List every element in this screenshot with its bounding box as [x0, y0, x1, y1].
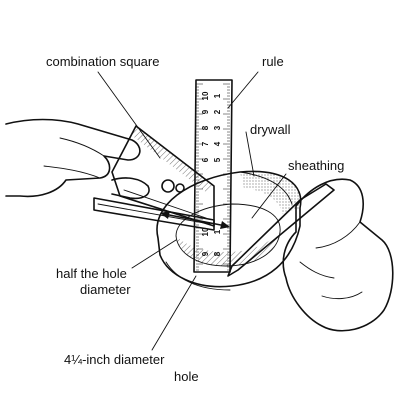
rule-number: 1 — [213, 229, 222, 234]
leader-lines — [98, 72, 286, 350]
label-drywall: drywall — [250, 122, 291, 137]
rule-number: 10 — [201, 227, 210, 236]
rule-number: 10 — [201, 91, 210, 100]
rule-number: 8 — [201, 125, 210, 130]
label-combination-square: combination square — [46, 54, 159, 69]
rule-number: 6 — [201, 157, 210, 162]
label-sheathing: sheathing — [288, 158, 344, 173]
label-half-hole-line2: diameter — [80, 282, 131, 297]
rule-number: 1 — [213, 93, 222, 98]
label-hole-line2: hole — [174, 369, 199, 384]
left-hand-drawing — [6, 120, 149, 199]
rule-number: 5 — [213, 157, 222, 162]
rule-number: 8 — [213, 251, 222, 256]
rule-number: 7 — [201, 141, 210, 146]
rule-number: 4 — [213, 141, 222, 146]
rule-number: 3 — [213, 125, 222, 130]
label-rule: rule — [262, 54, 284, 69]
rule-number: 9 — [201, 251, 210, 256]
label-hole-line1: 4¼-inch diameter — [64, 352, 165, 367]
rule-number: 2 — [213, 109, 222, 114]
rule-number: 9 — [201, 109, 210, 114]
label-half-hole-line1: half the hole — [56, 266, 127, 281]
